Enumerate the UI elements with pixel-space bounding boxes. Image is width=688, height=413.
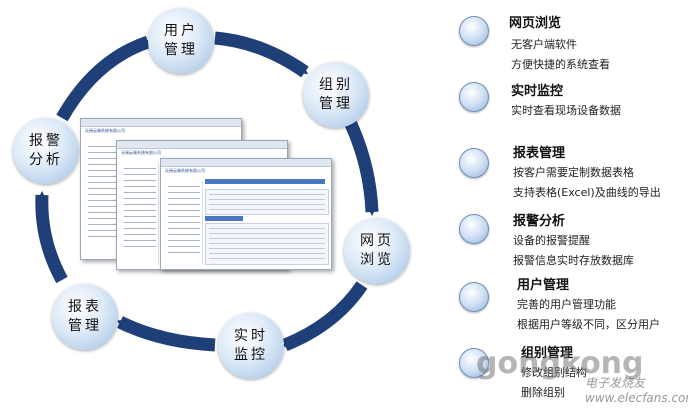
node-realtime-monitoring: 实时 监控: [218, 313, 284, 379]
cycle-arrows: [35, 31, 379, 352]
arrow-report-to-alarm: [35, 191, 68, 284]
bullet-circle-icon: [459, 282, 489, 312]
node-label-line1: 实时: [234, 328, 268, 344]
legend-title: 实时监控: [511, 84, 564, 99]
node-label-line2: 监控: [234, 347, 268, 363]
screenshot-title: 无锡云端系统有限公司: [121, 150, 161, 155]
node-label-line1: 组别: [319, 77, 353, 93]
node-report-management: 报表 管理: [52, 284, 118, 350]
node-label-line1: 用户: [164, 23, 198, 39]
node-label-line1: 报警: [29, 133, 63, 149]
screenshot-header-strip: [205, 179, 325, 184]
legend-title: 网页浏览: [509, 16, 562, 31]
legend-title: 用户管理: [517, 278, 570, 293]
legend-title: 报表管理: [513, 146, 566, 161]
screenshot-info-panel: [205, 189, 329, 215]
legend-desc: 设备的报警提醒: [513, 234, 590, 247]
arrow-web-to-monitor: [281, 281, 368, 352]
feature-legend: 网页浏览 无客户端软件 方便快捷的系统查看 实时监控 实时查看现场设备数据 报表…: [455, 0, 688, 413]
legend-desc: 实时查看现场设备数据: [511, 104, 621, 117]
screenshot-front: 无锡云端系统有限公司: [160, 158, 332, 270]
legend-desc: 完善的用户管理功能: [517, 298, 616, 311]
legend-desc: 删除组别: [521, 386, 565, 399]
arrow-group-to-web: [344, 119, 379, 216]
arrow-monitor-to-report: [116, 316, 216, 352]
cycle-diagram: 用户 管理 组别 管理 网页 浏览 实时 监控 报表 管理 报警 分析 无锡云端…: [13, 8, 410, 379]
bullet-circle-icon: [459, 82, 489, 112]
screenshot-data-panel: [205, 223, 329, 265]
node-label-line2: 管理: [68, 318, 102, 334]
bullet-circle-icon: [459, 148, 489, 178]
legend-desc: 无客户端软件: [511, 38, 577, 51]
node-user-management: 用户 管理: [148, 8, 214, 74]
node-group-management: 组别 管理: [303, 62, 369, 128]
node-web-browsing: 网页 浏览: [344, 218, 410, 284]
node-label-line2: 分析: [29, 152, 63, 168]
bullet-circle-icon: [459, 16, 489, 46]
screenshot-section-tag: [205, 216, 243, 221]
legend-title: 报警分析: [513, 214, 566, 229]
node-label-line2: 管理: [319, 96, 353, 112]
legend-title: 组别管理: [521, 346, 574, 361]
legend-desc: 报警信息实时存放数据库: [513, 254, 634, 267]
arrow-alarm-to-user: [56, 35, 152, 122]
screenshot-title: 无锡云端系统有限公司: [85, 128, 125, 133]
legend-desc: 按客户需要定制数据表格: [513, 166, 634, 179]
node-label-line1: 网页: [360, 233, 394, 249]
node-label-line2: 浏览: [360, 252, 394, 268]
arrow-user-to-group: [214, 31, 309, 78]
node-label-line2: 管理: [164, 42, 198, 58]
watermark-site: 电子发烧友 www.elecfans.com: [585, 376, 688, 405]
legend-desc: 方便快捷的系统查看: [511, 58, 610, 71]
node-label-line1: 报表: [68, 299, 102, 315]
bullet-circle-icon: [459, 214, 489, 244]
node-alarm-analysis: 报警 分析: [13, 118, 79, 184]
legend-desc: 修改组别结构: [521, 366, 587, 379]
legend-desc: 支持表格(Excel)及曲线的导出: [513, 186, 661, 199]
legend-desc: 根据用户等级不同，区分用户: [517, 318, 660, 331]
bullet-circle-icon: [459, 348, 489, 378]
watermark-logo: gongkong: [476, 346, 644, 381]
screenshot-title: 无锡云端系统有限公司: [165, 168, 205, 173]
